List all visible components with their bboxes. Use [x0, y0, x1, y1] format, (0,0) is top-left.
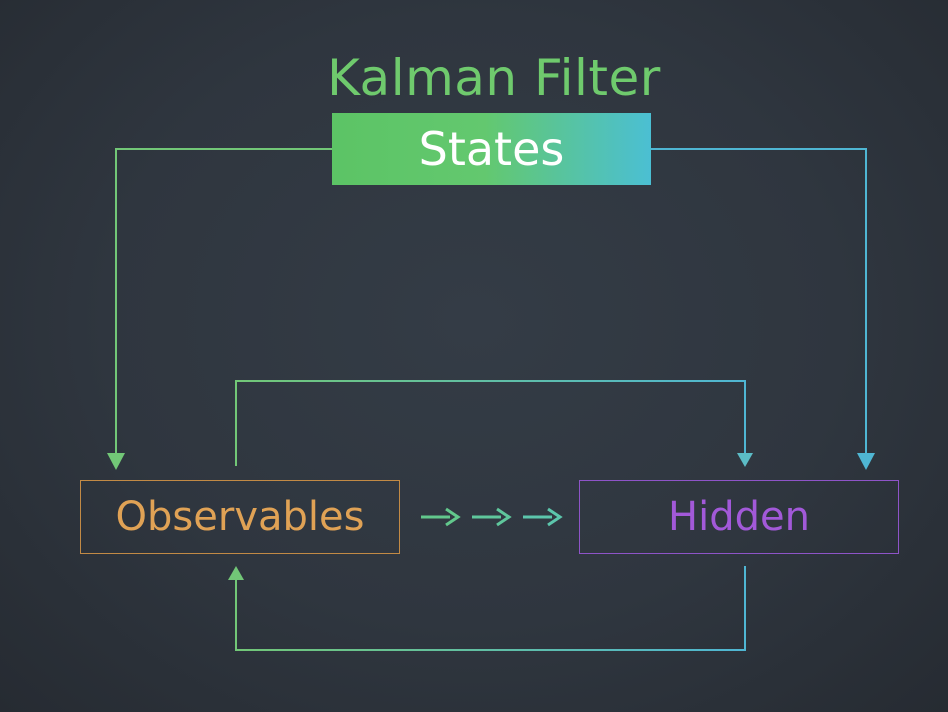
- states-to-hidden-connector: [651, 148, 875, 470]
- diagram-title: Kalman Filter: [327, 49, 661, 107]
- states-to-hidden-line: [651, 148, 867, 456]
- observables-to-hidden-line: [235, 380, 746, 466]
- states-to-observables-line: [115, 148, 332, 456]
- flow-arrows: [421, 507, 563, 527]
- states-to-observables-arrowhead: [107, 453, 125, 470]
- flow-arrow-1: [421, 507, 461, 527]
- hidden-to-observables-line: [235, 566, 746, 651]
- flow-arrow-2: [472, 507, 512, 527]
- hidden-label: Hidden: [668, 494, 810, 540]
- observables-to-hidden-connector: [235, 380, 753, 467]
- states-to-hidden-arrowhead: [857, 453, 875, 470]
- hidden-to-observables-connector: [228, 566, 746, 651]
- states-label: States: [418, 122, 565, 176]
- hidden-box: Hidden: [579, 480, 899, 554]
- flow-arrow-3: [523, 507, 563, 527]
- states-to-observables-connector: [107, 148, 332, 470]
- observables-box: Observables: [80, 480, 400, 554]
- states-box: States: [332, 113, 651, 185]
- observables-label: Observables: [115, 494, 365, 540]
- hidden-to-observables-arrowhead: [228, 566, 244, 580]
- observables-to-hidden-arrowhead: [737, 453, 753, 467]
